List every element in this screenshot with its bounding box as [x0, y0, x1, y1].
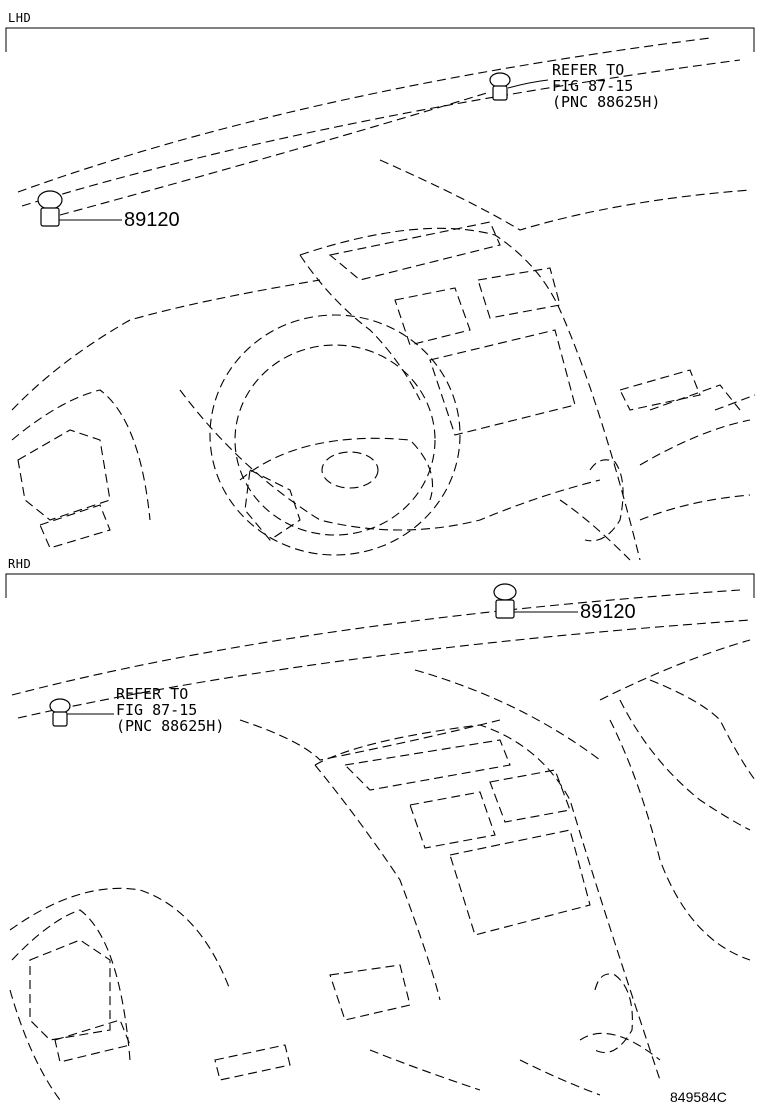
lhd-refer-line-2: FIG 87-15	[552, 77, 634, 95]
lhd-refer-clip	[489, 72, 549, 101]
lhd-refer-line-1: REFER TO	[552, 61, 625, 79]
lhd-clip-89120	[37, 190, 122, 227]
rhd-refer-line-1: REFER TO	[116, 685, 189, 703]
lhd-dashboard-outline	[11, 37, 756, 561]
rhd-refer-line-3: (PNC 88625H)	[116, 717, 225, 735]
rhd-clip-89120	[493, 583, 578, 619]
lhd-refer-line-3: (PNC 88625H)	[552, 93, 661, 111]
rhd-label: RHD	[8, 557, 32, 571]
lhd-panel-frame	[5, 27, 755, 52]
rhd-panel-frame	[5, 573, 755, 598]
lhd-part-number: 89120	[124, 209, 180, 231]
rhd-dashboard-outline	[9, 589, 756, 1101]
rhd-part-number: 89120	[580, 601, 636, 623]
lhd-label: LHD	[8, 11, 32, 25]
rhd-refer-line-2: FIG 87-15	[116, 701, 198, 719]
figure-id: 849584C	[670, 1089, 727, 1105]
lhd-steering-wheel	[209, 314, 461, 556]
rhd-refer-clip	[49, 698, 114, 727]
